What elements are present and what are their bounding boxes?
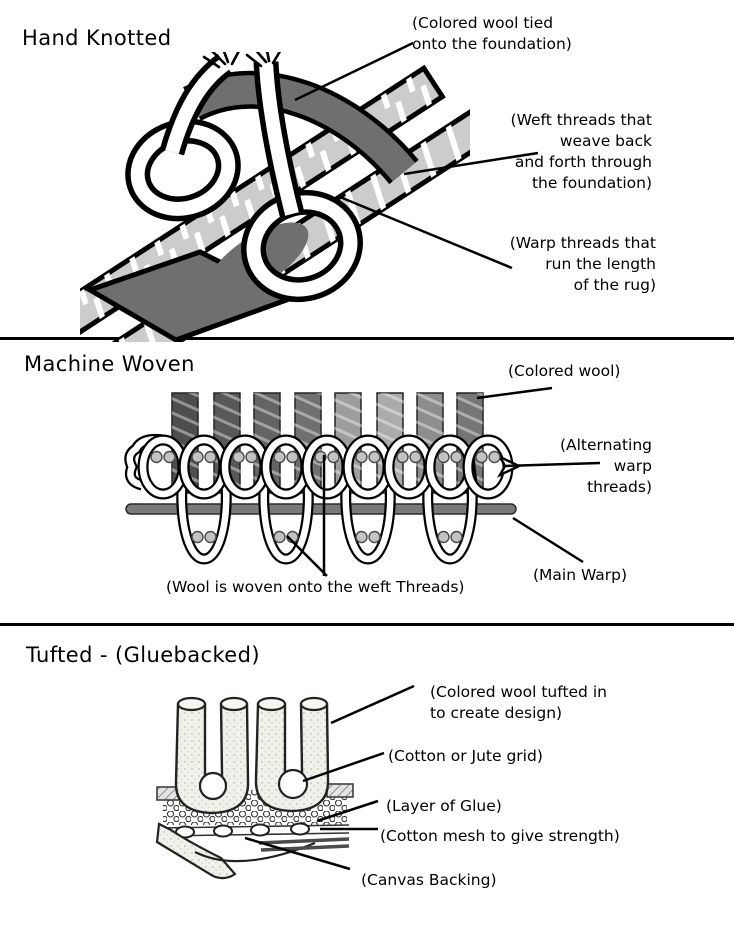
label-tufted-wool: (Colored wool tufted in to create design… [430,683,607,722]
label-warp-threads: (Warp threads that run the length of the… [509,234,656,294]
label-main-warp: (Main Warp) [533,566,628,584]
label-layer-of-glue: (Layer of Glue) [386,797,502,815]
label-wool-woven: (Wool is woven onto the weft Threads) [166,578,465,596]
cotton-mesh [160,822,350,839]
tuft-loops [174,696,330,815]
section-title-hand-knotted: Hand Knotted [22,26,172,50]
yarn-fray [202,52,282,69]
label-colored-wool-tied: (Colored wool tied onto the foundation) [412,14,572,53]
label-cotton-jute: (Cotton or Jute grid) [388,747,543,765]
section-machine-woven: Machine Woven [0,340,734,626]
section-title-machine-woven: Machine Woven [24,352,195,376]
label-canvas-backing: (Canvas Backing) [361,871,497,889]
jute-grid-circles [198,768,309,801]
machine-woven-illustration [124,392,522,565]
section-title-tufted: Tufted - (Gluebacked) [26,643,260,667]
weft-thread-pairs [150,450,501,544]
grid-edge-bars [156,783,354,801]
label-alternating-warp: (Alternating warp threads) [559,436,652,496]
label-weft-threads: (Weft threads that weave back and forth … [510,111,652,192]
wool-knot [125,52,363,303]
hand-knotted-illustration [80,52,470,342]
label-cotton-mesh: (Cotton mesh to give strength) [380,827,620,845]
tufted-illustration [155,696,354,880]
section-tufted-gluebacked: Tufted - (Gluebacked) [0,629,734,929]
section-hand-knotted: Hand Knotted [0,0,734,342]
label-colored-wool: (Colored wool) [508,362,621,380]
weft-rope-down-loops [176,466,478,565]
weft-rope-rings [124,433,522,500]
